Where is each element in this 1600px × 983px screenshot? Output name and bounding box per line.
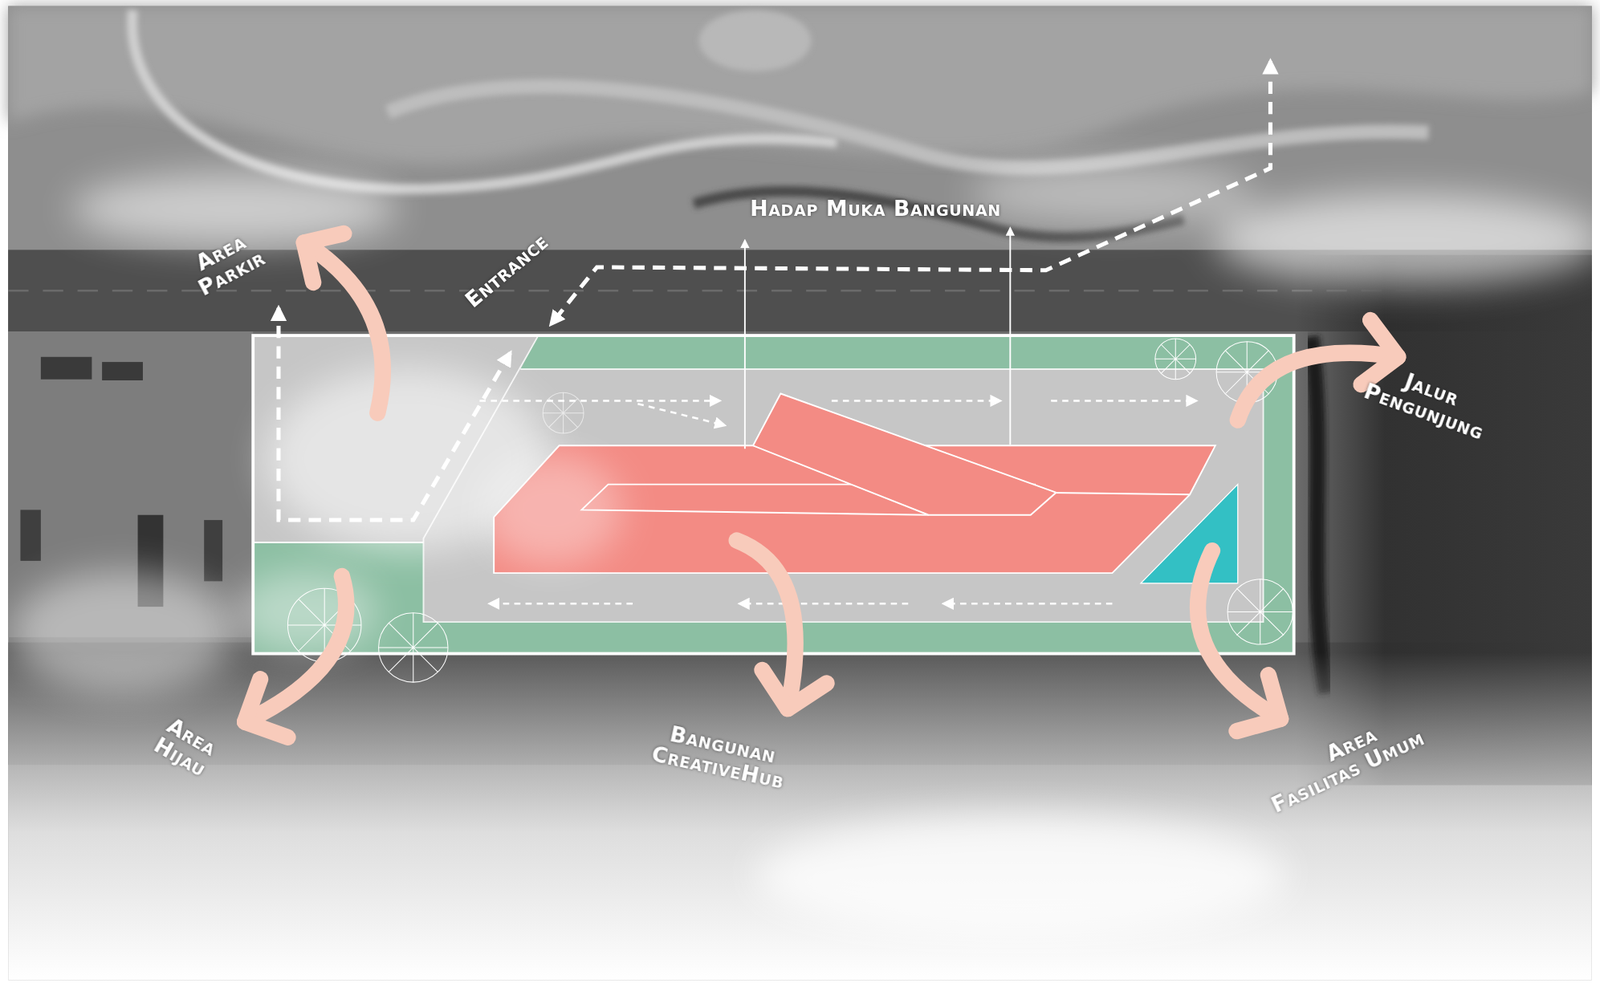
fog [1214, 193, 1600, 285]
fog [755, 816, 1287, 939]
access-path [278, 308, 511, 521]
access-path [550, 61, 1271, 325]
building-edge [1035, 492, 1190, 496]
photo-window [20, 509, 41, 562]
zone-arrow-group [244, 233, 1398, 738]
circulation-arrow [831, 399, 1001, 403]
tree-symbol [1227, 579, 1293, 645]
photo-window [203, 520, 223, 582]
site-boundary [252, 335, 1294, 654]
circulation-arrow [637, 403, 725, 426]
zone-arrow-head [761, 670, 827, 709]
tree-symbol [542, 392, 584, 434]
photo-window [40, 357, 93, 380]
site-road [252, 335, 1294, 654]
zone-label: Hadap Muka Bangunan [749, 197, 1002, 221]
circulation-arrow [1050, 399, 1196, 403]
circulation-group [479, 400, 1196, 604]
tree-symbol [378, 613, 448, 683]
site-inner-line [253, 541, 424, 544]
tree-symbol [1155, 338, 1197, 380]
access-group [278, 61, 1271, 521]
green-band [253, 336, 1293, 653]
circulation-arrow [489, 602, 633, 606]
zone-arrow-head [244, 679, 288, 737]
circulation-arrow [944, 602, 1113, 606]
photo-fog [8, 652, 1592, 981]
facility-triangle [1140, 484, 1238, 584]
photo-base [8, 6, 1592, 982]
facing-group [745, 228, 1010, 449]
zone-arrow-head [1237, 675, 1282, 732]
facing-line [744, 240, 746, 449]
photo-window [101, 362, 143, 381]
circulation-arrow [479, 399, 720, 403]
zone-arrow-head [1361, 320, 1399, 385]
zone-arrow-head [304, 233, 345, 283]
photo-path [1310, 336, 1327, 694]
tree-symbol [1155, 338, 1197, 380]
fog [234, 571, 378, 654]
fog [10, 571, 236, 694]
photo-feature [699, 10, 812, 72]
tree-symbol [542, 392, 584, 434]
tree-symbol [1227, 579, 1293, 645]
fog-group [10, 162, 1600, 939]
tree-symbol [378, 613, 448, 683]
facing-line [1009, 228, 1011, 445]
site-inner-line [423, 336, 1263, 623]
circulation-arrow [740, 602, 909, 606]
